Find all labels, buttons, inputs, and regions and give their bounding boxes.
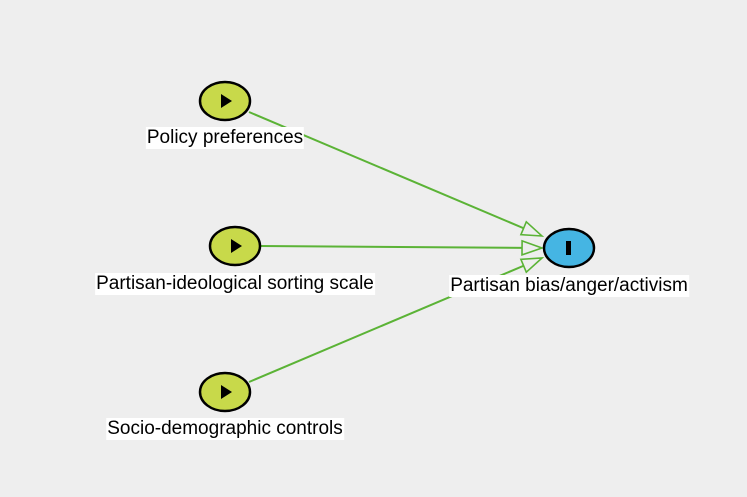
label-partisan-bias-anger-activism: Partisan bias/anger/activism xyxy=(449,275,689,297)
edges-layer xyxy=(248,111,545,383)
edge-sorting-to-outcome xyxy=(259,245,525,249)
arrowhead-policy-to-outcome xyxy=(519,220,545,237)
arrowhead-sorting-to-outcome xyxy=(521,239,545,257)
play-icon xyxy=(221,385,232,399)
label-policy-preferences: Policy preferences xyxy=(145,127,305,149)
node-partisan-bias-anger-activism[interactable] xyxy=(542,227,596,269)
play-icon xyxy=(231,239,242,253)
node-partisan-ideological-sorting[interactable] xyxy=(208,225,262,267)
node-policy-preferences[interactable] xyxy=(198,80,252,122)
label-partisan-ideological-sorting: Partisan-ideological sorting scale xyxy=(95,273,375,295)
node-socio-demographic-controls[interactable] xyxy=(198,371,252,413)
arrowhead-controls-to-outcome xyxy=(519,257,545,274)
bar-icon xyxy=(566,241,571,255)
label-socio-demographic-controls: Socio-demographic controls xyxy=(106,418,344,440)
play-icon xyxy=(221,94,232,108)
